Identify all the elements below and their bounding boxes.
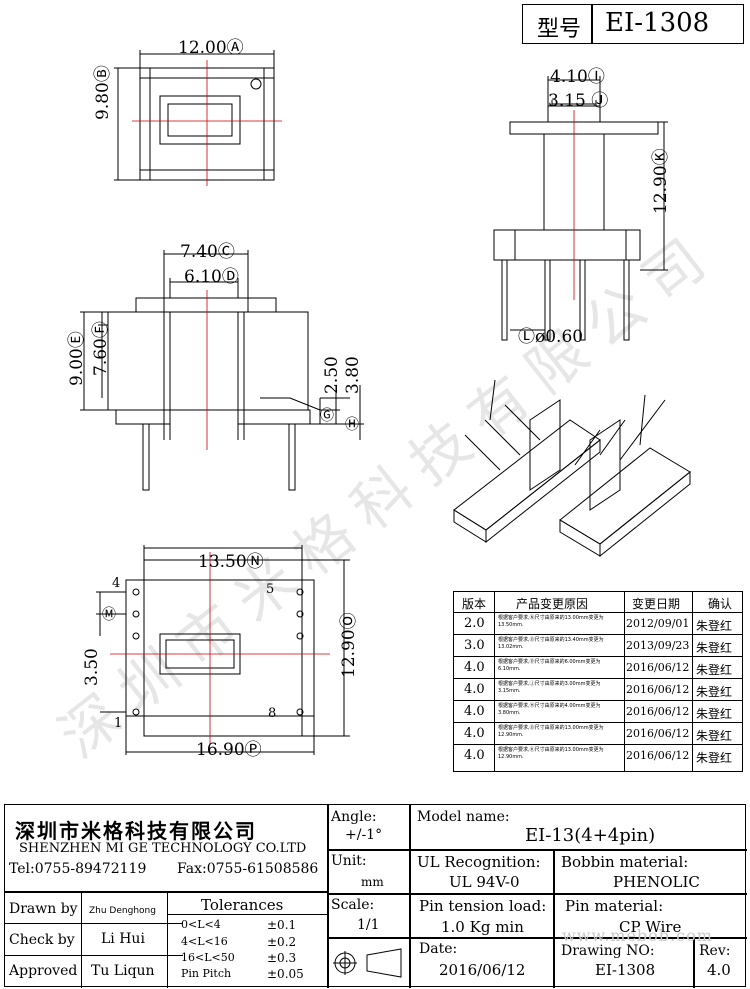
pin-material-label: Pin material: (565, 897, 664, 915)
dim-i: 4.10Ⓘ (550, 67, 605, 87)
dim-f: 7.60Ⓕ (91, 321, 111, 376)
tol-value-1: ±0.2 (267, 935, 297, 949)
approved-value: Tu Liqun (91, 963, 155, 979)
bobbin-material-label: Bobbin material: (561, 853, 689, 871)
pin-8-label: 8 (268, 706, 277, 721)
check-by-label: Check by (9, 932, 75, 948)
dim-o: 12.90Ⓞ (339, 612, 359, 678)
rev-value: 4.0 (707, 961, 731, 979)
rev-label: Rev: (699, 943, 731, 959)
side-view (493, 76, 668, 341)
ul-value: UL 94V-0 (449, 873, 520, 891)
date-label: Date: (419, 941, 458, 957)
tol-value-3: ±0.05 (267, 967, 304, 981)
dim-k: 12.90Ⓚ (651, 148, 671, 214)
angle-value: +/-1° (345, 827, 383, 843)
dim-a: 12.00Ⓐ (178, 38, 244, 58)
dim-h-mark: Ⓗ (345, 417, 359, 433)
date-value: 2016/06/12 (439, 961, 526, 979)
front-view (80, 250, 364, 491)
drawing-no-label: Drawing NO: (561, 943, 655, 959)
pin-tension-label: Pin tension load: (419, 897, 547, 915)
revision-row: 3.0 根据客户要求,Ⓞ尺寸由原来的13.40mm变更为13.02mm. 201… (454, 635, 742, 657)
tol-value-2: ±0.3 (267, 951, 297, 965)
bobbin-material-value: PHENOLIC (613, 873, 700, 891)
title-label: 型号 (537, 17, 582, 42)
revision-table: 版本 产品变更原因 变更日期 确认 2.0 根据客户要求,Ⓝ尺寸由原来的13.0… (453, 591, 743, 772)
dim-p: 16.90Ⓟ (196, 740, 262, 760)
unit-label: Unit: (331, 853, 367, 869)
revision-row: 4.0 根据客户要求,Ⓓ尺寸由原来的6.00mm变更为6.10mm. 2016/… (454, 657, 742, 679)
dim-l: Ⓛø0.60 (518, 327, 584, 347)
drawn-by-value: Zhu Denghong (89, 906, 156, 916)
pin-5-label: 5 (266, 582, 275, 597)
pin-4-label: 4 (112, 576, 121, 591)
model-label: Model name: (417, 809, 510, 825)
approved-label: Approved (9, 963, 78, 979)
drawn-by-label: Drawn by (9, 901, 78, 917)
tol-range-2: 16<L<50 (181, 951, 235, 964)
dim-h: 3.80 (343, 356, 363, 394)
company-name-cn: 深圳市米格科技有限公司 (15, 819, 257, 843)
dim-g-mark: Ⓖ (320, 408, 334, 424)
company-tel: Tel:0755-89472119 (9, 861, 147, 877)
tol-range-0: 0<L<4 (181, 918, 221, 931)
dim-b: 9.80Ⓑ (93, 65, 113, 120)
title-block: 型号 EI-1308 (522, 4, 744, 44)
check-by-value: Li Hui (101, 931, 145, 947)
dim-pitch: 3.50 (82, 648, 102, 686)
revision-row: 4.0 根据客户要求,Ⓚ尺寸由原来的13.00mm变更为12.90mm. 201… (464, 747, 733, 765)
dim-n: 13.50Ⓝ (198, 552, 264, 572)
tolerances-title: Tolerances (201, 896, 284, 914)
revision-row: 4.0 根据客户要求,Ⓙ尺寸由原来的3.00mm变更为3.15mm. 2016/… (454, 679, 742, 701)
company-fax: Fax:0755-61508586 (177, 861, 319, 877)
pin-material-value: CP Wire (619, 918, 682, 936)
drawing-no-value: EI-1308 (595, 961, 656, 979)
dim-e: 9.00Ⓔ (67, 331, 87, 386)
unit-value: mm (361, 875, 384, 889)
tol-value-0: ±0.1 (267, 918, 297, 932)
company-name-en: SHENZHEN MI GE TECHNOLOGY CO.LTD (19, 841, 307, 856)
projection-symbol-icon (333, 948, 402, 978)
scale-label: Scale: (331, 897, 375, 913)
pin-tension-value: 1.0 Kg min (441, 918, 524, 936)
rev-col-date: 变更日期 (632, 597, 681, 611)
technical-drawing (80, 50, 691, 755)
tol-range-3: Pin Pitch (181, 967, 232, 980)
rev-col-confirm: 确认 (708, 597, 733, 611)
rev-col-version: 版本 (462, 597, 487, 611)
revision-row: 4.0 根据客户要求,Ⓞ尺寸由原来的13.00mm变更为12.90mm. 201… (454, 723, 742, 745)
dim-g: 2.50 (322, 356, 342, 394)
scale-value: 1/1 (357, 917, 380, 933)
dim-c: 7.40Ⓒ (180, 242, 235, 262)
model-value: EI-13(4+4pin) (525, 825, 656, 846)
bottom-title-block: 深圳市米格科技有限公司 SHENZHEN MI GE TECHNOLOGY CO… (4, 804, 747, 988)
watermark-url: www.mebob.com (562, 926, 713, 945)
title-part-number: EI-1308 (605, 8, 710, 38)
dim-d: 6.10Ⓓ (184, 267, 239, 287)
pin-1-label: 1 (114, 716, 123, 731)
revision-row: 2.0 根据客户要求,Ⓝ尺寸由原来的13.00mm变更为13.50mm. 201… (454, 613, 742, 635)
dim-m: Ⓜ (102, 607, 116, 623)
isometric-view (453, 379, 691, 558)
dim-j: 3.15 Ⓙ (548, 91, 609, 111)
revision-row: 4.0 根据客户要求,Ⓗ尺寸由原来的4.00mm变更为3.80mm. 2016/… (454, 701, 742, 723)
ul-label: UL Recognition: (417, 853, 541, 871)
angle-label: Angle: (331, 809, 377, 825)
tol-range-1: 4<L<16 (181, 935, 228, 948)
bottom-view (96, 545, 350, 755)
rev-col-reason: 产品变更原因 (516, 597, 589, 611)
top-view (114, 50, 282, 186)
